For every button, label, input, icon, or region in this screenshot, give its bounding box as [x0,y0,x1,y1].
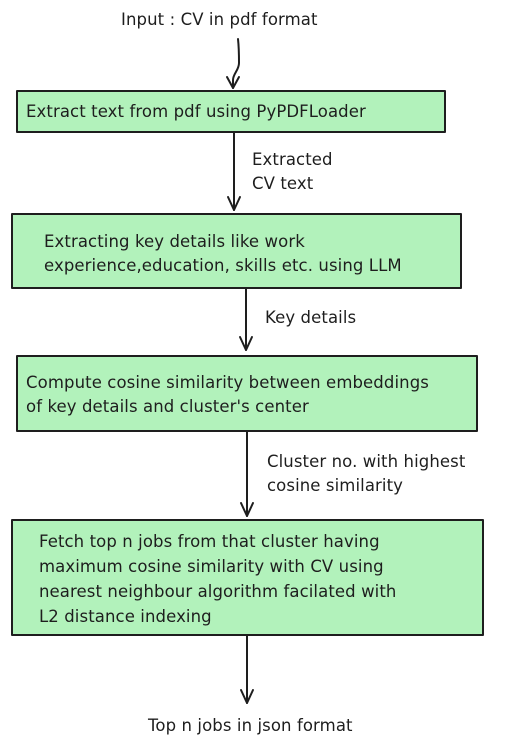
step-compute-cosine-line-1: Compute cosine similarity between embedd… [26,373,429,392]
step-fetch-top-jobs-line-3: nearest neighbour algorithm facilated wi… [39,582,397,601]
step-fetch-top-jobs-line-1: Fetch top n jobs from that cluster havin… [39,532,380,551]
step-extract-key-details-label: Extracting key details like work experie… [44,230,402,278]
step-fetch-top-jobs-label: Fetch top n jobs from that cluster havin… [39,529,396,629]
step-compute-cosine-label: Compute cosine similarity between embedd… [26,371,429,419]
step-fetch-top-jobs: Fetch top n jobs from that cluster havin… [11,519,484,636]
step-fetch-top-jobs-line-4: L2 distance indexing [39,607,212,626]
input-label: Input : CV in pdf format [121,10,318,29]
step-compute-cosine: Compute cosine similarity between embedd… [16,355,478,432]
edge-label-extracted-cv-text: Extracted CV text [252,148,333,196]
step-extract-text-line-1: Extract text from pdf using PyPDFLoader [26,102,366,121]
edge-label-key-details-line-1: Key details [265,308,357,327]
arrow-input-to-extract [232,38,240,89]
step-extract-key-details: Extracting key details like work experie… [11,213,462,289]
step-fetch-top-jobs-line-2: maximum cosine similarity with CV using [39,557,384,576]
arrowhead-extract-to-keydetails [227,196,241,211]
edge-label-extracted-cv-text-line-2: CV text [252,174,314,193]
step-extract-key-details-line-2: experience,education, skills etc. using … [44,256,402,275]
step-extract-text-label: Extract text from pdf using PyPDFLoader [26,100,366,124]
output-label: Top n jobs in json format [148,716,353,735]
arrowhead-input-to-extract [226,76,240,89]
arrowhead-keydetails-to-cosine [239,336,253,351]
arrowhead-cosine-to-fetch [240,502,254,517]
step-extract-key-details-line-1: Extracting key details like work [44,232,305,251]
edge-label-cluster-number-line-2: cosine similarity [267,476,404,495]
edge-label-cluster-number: Cluster no. with highest cosine similari… [267,450,465,498]
edge-label-key-details: Key details [265,306,356,330]
edge-label-extracted-cv-text-line-1: Extracted [252,150,333,169]
arrowhead-fetch-to-output [240,689,254,704]
step-extract-text: Extract text from pdf using PyPDFLoader [16,90,446,133]
step-compute-cosine-line-2: of key details and cluster's center [26,397,309,416]
edge-label-cluster-number-line-1: Cluster no. with highest [267,452,466,471]
